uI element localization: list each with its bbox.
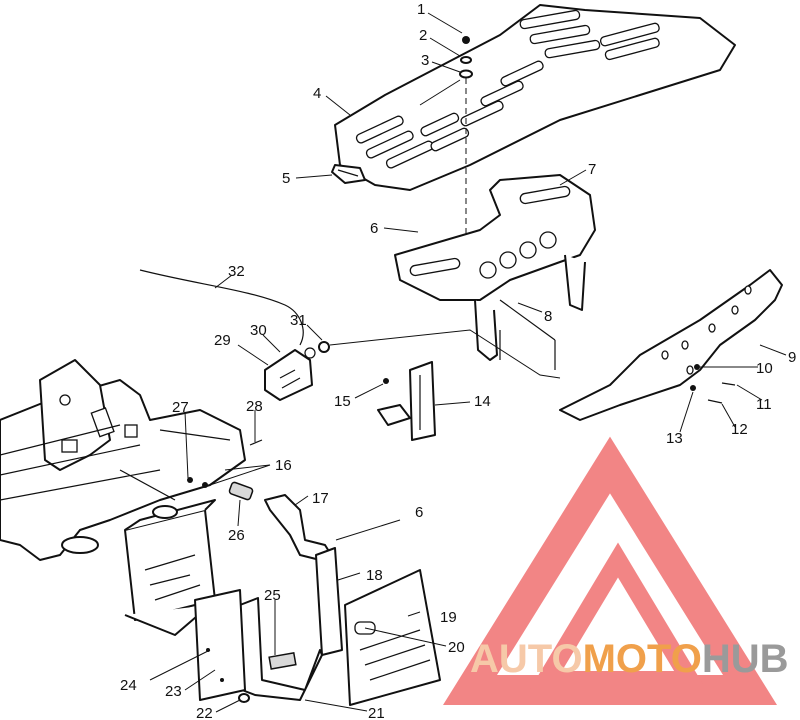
callout-14: 14 <box>474 393 491 410</box>
watermark-part-moto: MOTO <box>583 637 702 681</box>
hitch-bracket <box>377 361 436 441</box>
callout-25: 25 <box>264 587 281 604</box>
callout-1: 1 <box>417 1 425 18</box>
callout-24: 24 <box>120 677 137 694</box>
callout-12: 12 <box>731 421 748 438</box>
bumper-fasteners <box>690 364 736 404</box>
bracket-bolt <box>383 378 389 384</box>
mudflap-loop-bracket <box>239 597 323 701</box>
callout-16: 16 <box>275 457 292 474</box>
callout-2: 2 <box>419 27 427 44</box>
callout-23: 23 <box>165 683 182 700</box>
callout-4: 4 <box>313 85 321 102</box>
callout-22: 22 <box>196 705 213 720</box>
callout-10: 10 <box>756 360 773 377</box>
misc-fasteners <box>187 439 263 703</box>
callout-9: 9 <box>788 349 796 366</box>
callout-7: 7 <box>588 161 596 178</box>
watermark-part-hub: HUB <box>702 637 789 681</box>
callout-6-lower: 6 <box>415 504 423 521</box>
callout-19: 19 <box>440 609 457 626</box>
callout-13: 13 <box>666 430 683 447</box>
callout-28: 28 <box>246 398 263 415</box>
callout-5: 5 <box>282 170 290 187</box>
right-mudflap <box>344 569 441 706</box>
callout-29: 29 <box>214 332 231 349</box>
callout-labels: 1 2 3 4 5 6 6 7 8 9 10 11 12 13 14 15 16… <box>120 1 796 720</box>
rack-bolt-stack <box>459 36 473 300</box>
watermark-text: AUTOMOTOHUB <box>470 637 789 681</box>
callout-6-upper: 6 <box>370 220 378 237</box>
callout-21: 21 <box>368 705 385 720</box>
rack-bracket <box>331 164 366 184</box>
callout-17: 17 <box>312 490 329 507</box>
left-mudflap <box>194 589 246 701</box>
watermark-logo <box>443 436 777 705</box>
rack-support-frame <box>394 174 596 370</box>
leader-lines <box>149 12 787 713</box>
callout-31: 31 <box>290 312 307 329</box>
callout-3: 3 <box>421 52 429 69</box>
callout-26: 26 <box>228 527 245 544</box>
callout-11: 11 <box>756 396 772 413</box>
mudflap-bracket <box>264 494 401 656</box>
callout-18: 18 <box>366 567 383 584</box>
watermark-part-auto: AUTO <box>470 637 583 681</box>
tail-light <box>264 347 316 401</box>
callout-30: 30 <box>250 322 267 339</box>
callout-20: 20 <box>448 639 465 656</box>
luggage-rack <box>334 4 736 191</box>
rear-bumper <box>559 269 783 421</box>
callout-15: 15 <box>334 393 351 410</box>
chassis-frame <box>0 359 246 561</box>
callout-8: 8 <box>544 308 552 325</box>
callout-27: 27 <box>172 399 189 416</box>
grommet <box>318 341 330 353</box>
callout-32: 32 <box>228 263 245 280</box>
tail-light-wire <box>139 269 304 346</box>
